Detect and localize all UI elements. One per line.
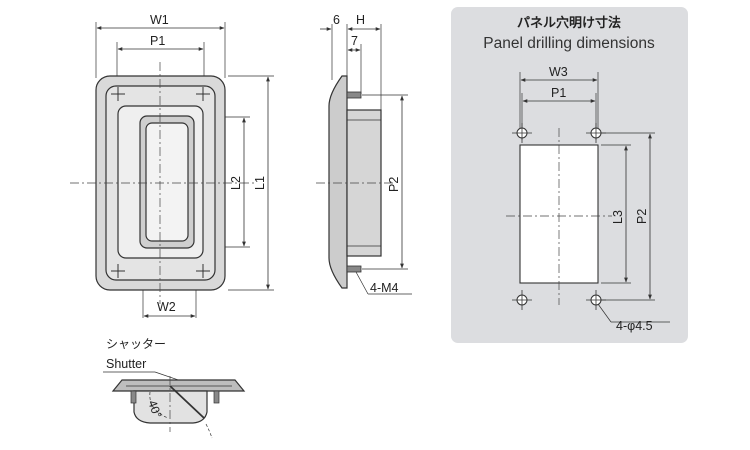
angle-label: 40° xyxy=(145,398,164,420)
panel-drilling-box: パネル穴明け寸法 Panel drilling dimensions xyxy=(451,7,688,343)
side-view: 6 H 7 P2 4-M4 xyxy=(316,13,412,295)
panel-title-jp: パネル穴明け寸法 xyxy=(517,15,621,31)
screw-marks xyxy=(111,87,210,278)
thread-label: 4-M4 xyxy=(370,281,399,295)
p1-label: P1 xyxy=(150,34,165,48)
l2-label: L2 xyxy=(229,176,243,190)
w3-label: W3 xyxy=(549,65,568,79)
p2-label: P2 xyxy=(387,177,401,192)
shutter-label-jp: シャッター xyxy=(106,337,166,351)
holes-label: 4-φ4.5 xyxy=(616,319,653,333)
side-flange xyxy=(328,75,348,289)
shutter-label-en: Shutter xyxy=(106,357,146,371)
w1-label: W1 xyxy=(150,13,169,27)
front-view: W1 P1 W2 L1 L2 xyxy=(70,13,274,318)
shutter-blade xyxy=(169,385,205,419)
l3-label: L3 xyxy=(611,210,625,224)
handle-opening xyxy=(145,122,189,242)
shutter-flange xyxy=(111,379,246,392)
h-label: H xyxy=(356,13,365,27)
stud-top xyxy=(346,91,362,99)
w2-label: W2 xyxy=(157,300,176,314)
panel-p2-label: P2 xyxy=(635,209,649,224)
shutter-cup xyxy=(133,390,208,424)
seven-label: 7 xyxy=(351,34,358,48)
six-label: 6 xyxy=(333,13,340,27)
stud-bottom xyxy=(346,265,362,273)
l1-label: L1 xyxy=(253,176,267,190)
panel-title-en: Panel drilling dimensions xyxy=(483,35,655,52)
panel-p1-label: P1 xyxy=(551,86,566,100)
shutter-view: シャッター Shutter 40° xyxy=(103,337,246,439)
